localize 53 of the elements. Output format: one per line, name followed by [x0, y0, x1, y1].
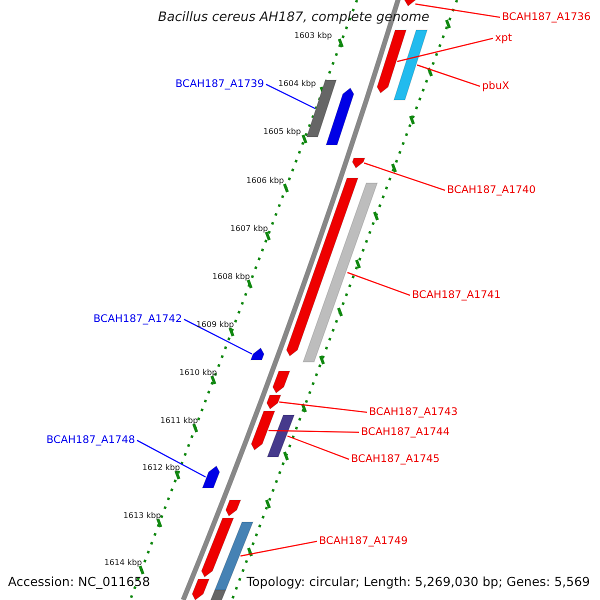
scale-label: 1610 kbp — [179, 369, 217, 377]
leader-line — [347, 272, 410, 296]
scale-label: 1604 kbp — [278, 80, 316, 88]
gene-feature — [202, 465, 220, 488]
gene-feature — [326, 87, 354, 146]
gene-label: BCAH187_A1744 — [361, 427, 450, 438]
leader-line — [397, 38, 494, 62]
gene-label: BCAH187_A1740 — [447, 185, 536, 196]
gene-feature — [393, 30, 428, 100]
scale-label: 1611 kbp — [160, 417, 198, 425]
leader-line — [415, 3, 500, 18]
gene-feature — [266, 394, 282, 410]
leader-line — [184, 318, 252, 355]
gene-label: BCAH187_A1743 — [369, 407, 458, 418]
gene-label: xpt — [495, 33, 512, 44]
gene-label: BCAH187_A1741 — [412, 290, 501, 300]
scale-label: 1606 kbp — [246, 177, 284, 185]
gene-label: pbuX — [482, 81, 510, 92]
leader-line — [240, 540, 318, 557]
leader-line — [266, 84, 316, 110]
gene-label: BCAH187_A1742 — [93, 314, 182, 324]
scale-label: 1607 kbp — [230, 225, 268, 233]
gene-feature — [250, 347, 264, 360]
title: Bacillus cereus AH187, complete genome — [158, 11, 430, 24]
gene-label: BCAH187_A1736 — [502, 12, 591, 22]
gene-feature — [302, 182, 378, 362]
gene-feature — [272, 370, 290, 394]
gene-feature — [250, 410, 276, 451]
gene-label: BCAH187_A1739 — [175, 79, 264, 90]
accession-text: Accession: NC_011658 — [8, 576, 150, 588]
gene-feature — [225, 500, 242, 517]
gene-label: BCAH187_A1749 — [319, 536, 408, 546]
gene-feature — [266, 414, 295, 458]
gene-feature — [376, 30, 407, 94]
scale-label: 1603 kbp — [294, 32, 332, 40]
leader-line — [364, 162, 446, 191]
scale-label: 1613 kbp — [123, 512, 161, 520]
gene-feature — [201, 518, 234, 578]
leader-line — [416, 64, 480, 87]
scale-label: 1609 kbp — [196, 321, 234, 329]
genome-summary: Topology: circular; Length: 5,269,030 bp; Genes: 5,569 — [246, 576, 590, 588]
gene-feature — [352, 158, 366, 169]
gene-label: BCAH187_A1745 — [351, 454, 440, 464]
scale-label: 1614 kbp — [104, 559, 142, 567]
leader-line — [279, 401, 368, 413]
leader-line — [136, 440, 206, 478]
gene-label: BCAH187_A1748 — [46, 435, 135, 446]
scale-label: 1612 kbp — [142, 464, 180, 472]
scale-label: 1608 kbp — [212, 273, 250, 281]
leader-line — [287, 435, 350, 460]
gene-feature — [286, 178, 359, 357]
gene-feature — [192, 578, 210, 600]
leader-line — [268, 430, 360, 433]
